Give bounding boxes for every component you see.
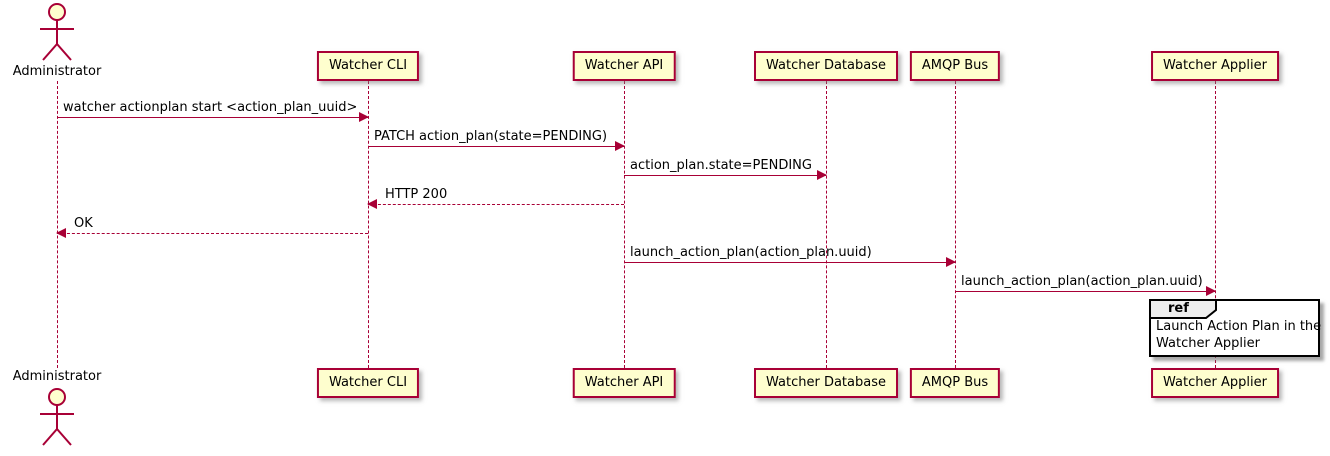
lifeline-administrator [57, 81, 58, 368]
lifeline-watcher-cli [368, 81, 369, 368]
message-line [57, 233, 368, 234]
message-line [57, 117, 368, 118]
actor-administrator-label-bottom: Administrator [12, 369, 102, 384]
message-label: watcher actionplan start <action_plan_uu… [63, 100, 358, 115]
arrowhead-left-icon [367, 199, 377, 209]
ref-text-line1: Launch Action Plan in the [1156, 319, 1322, 334]
message-line [368, 204, 624, 205]
message-actionplan-start: watcher actionplan start <action_plan_uu… [57, 100, 369, 128]
lifeline-watcher-api [624, 81, 625, 368]
participant-amqp-bus-bottom: AMQP Bus [909, 368, 1001, 398]
arrowhead-right-icon [359, 112, 369, 122]
arrowhead-right-icon [1206, 286, 1216, 296]
message-line [624, 262, 955, 263]
message-line [368, 146, 624, 147]
ref-fragment: ref Launch Action Plan in the Watcher Ap… [1149, 299, 1322, 357]
message-label: launch_action_plan(action_plan.uuid) [961, 274, 1203, 289]
message-line [955, 291, 1215, 292]
message-label: HTTP 200 [385, 187, 448, 202]
arrowhead-right-icon [817, 170, 827, 180]
participant-watcher-api-bottom: Watcher API [572, 368, 676, 398]
actor-administrator-icon [40, 388, 74, 446]
ref-keyword: ref [1168, 301, 1189, 316]
message-launch-action-plan-amqp: launch_action_plan(action_plan.uuid) [955, 274, 1216, 302]
message-label: OK [74, 216, 93, 231]
arrowhead-right-icon [615, 141, 625, 151]
message-http-200: HTTP 200 [367, 187, 624, 215]
participant-watcher-database-bottom: Watcher Database [754, 368, 898, 398]
message-state-pending: action_plan.state=PENDING [624, 158, 827, 186]
actor-administrator-label-top: Administrator [12, 64, 102, 79]
ref-header-pentagon-icon [1149, 299, 1217, 319]
arrowhead-left-icon [56, 228, 66, 238]
lifeline-watcher-database [826, 81, 827, 368]
message-line [624, 175, 826, 176]
arrowhead-right-icon [946, 257, 956, 267]
lifeline-amqp-bus [955, 81, 956, 368]
lifeline-watcher-applier [1215, 81, 1216, 368]
participant-watcher-cli-top: Watcher CLI [316, 51, 420, 81]
message-label: PATCH action_plan(state=PENDING) [374, 129, 608, 144]
message-label: launch_action_plan(action_plan.uuid) [630, 245, 872, 260]
participant-watcher-database-top: Watcher Database [754, 51, 898, 81]
ref-body: Launch Action Plan in the Watcher Applie… [1151, 318, 1322, 355]
message-launch-action-plan-api: launch_action_plan(action_plan.uuid) [624, 245, 956, 273]
participant-amqp-bus-top: AMQP Bus [909, 51, 1001, 81]
participant-watcher-api-top: Watcher API [572, 51, 676, 81]
message-patch-action-plan: PATCH action_plan(state=PENDING) [368, 129, 625, 157]
message-label: action_plan.state=PENDING [630, 158, 812, 173]
participant-watcher-applier-bottom: Watcher Applier [1151, 368, 1279, 398]
message-ok: OK [56, 216, 368, 244]
participant-watcher-cli-bottom: Watcher CLI [316, 368, 420, 398]
actor-administrator-icon [40, 3, 74, 61]
ref-text-line2: Watcher Applier [1156, 336, 1260, 351]
participant-watcher-applier-top: Watcher Applier [1151, 51, 1279, 81]
